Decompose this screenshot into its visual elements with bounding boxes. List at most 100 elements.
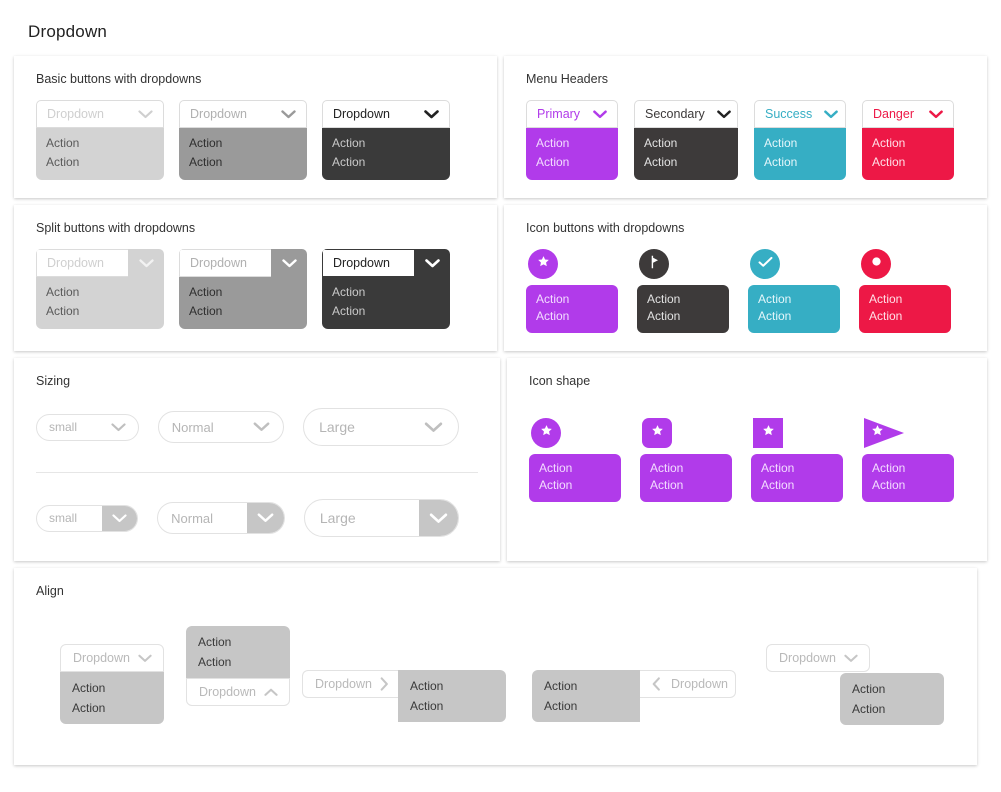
split-dropdown-light[interactable]: Dropdown Action Action	[36, 249, 164, 329]
icon-toggle-button[interactable]	[750, 249, 780, 279]
dropdown-toggle[interactable]: Dropdown	[36, 100, 164, 128]
dropdown-menu[interactable]: Action Action	[862, 128, 954, 180]
dropdown-menu[interactable]: Action Action	[637, 285, 729, 333]
icon-toggle-button[interactable]	[642, 418, 672, 448]
dropdown-toggle[interactable]: Success	[754, 100, 846, 128]
menu-item[interactable]: Action	[764, 155, 798, 169]
dropdown-menu[interactable]: Action Action	[36, 128, 164, 180]
icon-shape-circle[interactable]: Action Action	[529, 418, 621, 502]
dropdown-basic-medium[interactable]: Dropdown Action Action	[179, 100, 307, 180]
split-dropdown-medium[interactable]: Dropdown Action Action	[179, 249, 307, 329]
dropdown-primary[interactable]: Primary Action Action	[526, 100, 618, 180]
menu-item[interactable]: Action	[852, 682, 886, 696]
dropdown-size-normal[interactable]: Normal	[157, 411, 285, 443]
dropdown-menu[interactable]: Action Action	[179, 128, 307, 180]
dropdown-toggle[interactable]: Dropdown	[60, 644, 164, 672]
icon-toggle-button[interactable]	[861, 249, 891, 279]
dropdown-basic-dark[interactable]: Dropdown Action Action	[322, 100, 450, 180]
menu-item[interactable]: Action	[332, 304, 366, 318]
dropdown-danger[interactable]: Danger Action Action	[862, 100, 954, 180]
split-toggle-button[interactable]	[271, 249, 307, 277]
dropdown-toggle[interactable]: Secondary	[634, 100, 738, 128]
dropdown-menu[interactable]: Action Action	[529, 454, 621, 502]
dropdown-toggle[interactable]: Dropdown	[640, 670, 736, 698]
dropdown-menu[interactable]: Action Action	[526, 285, 618, 333]
dropdown-toggle[interactable]: Danger	[862, 100, 954, 128]
dropdown-menu[interactable]: Action Action	[186, 626, 290, 678]
menu-item[interactable]: Action	[758, 309, 792, 323]
split-main-button[interactable]: small	[49, 511, 78, 525]
dropdown-success[interactable]: Success Action Action	[754, 100, 846, 180]
align-dropdown-down-right[interactable]: Dropdown Action Action	[766, 644, 944, 725]
dropdown-size-small[interactable]: small	[36, 413, 139, 441]
icon-shape-flag[interactable]: Action Action	[862, 418, 954, 502]
icon-dropdown-success[interactable]: Action Action	[748, 249, 840, 333]
icon-dropdown-danger[interactable]: Action Action	[859, 249, 951, 333]
split-toggle-button[interactable]	[246, 503, 284, 533]
split-button[interactable]: Dropdown	[36, 249, 164, 277]
dropdown-menu[interactable]: Action Action	[859, 285, 951, 333]
split-toggle-button[interactable]	[101, 505, 138, 531]
align-dropdown-up[interactable]: Action Action Dropdown	[186, 626, 290, 706]
split-main-button[interactable]: Dropdown	[322, 249, 414, 277]
menu-item[interactable]: Action	[410, 679, 444, 693]
icon-toggle-button[interactable]	[753, 418, 783, 448]
menu-item[interactable]: Action	[410, 699, 444, 713]
split-toggle-button[interactable]	[418, 500, 458, 536]
menu-item[interactable]: Action	[647, 309, 681, 323]
menu-item[interactable]: Action	[46, 136, 80, 150]
menu-item[interactable]: Action	[332, 136, 366, 150]
icon-shape-rounded-square[interactable]: Action Action	[640, 418, 732, 502]
menu-item[interactable]: Action	[644, 136, 678, 150]
dropdown-menu[interactable]: Action Action	[748, 285, 840, 333]
icon-dropdown-primary[interactable]: Action Action	[526, 249, 618, 333]
menu-item[interactable]: Action	[72, 681, 106, 695]
menu-item[interactable]: Action	[189, 285, 223, 299]
dropdown-toggle[interactable]: Dropdown	[322, 100, 450, 128]
dropdown-menu[interactable]: Action Action	[634, 128, 738, 180]
menu-item[interactable]: Action	[46, 285, 80, 299]
dropdown-menu[interactable]: Action Action	[526, 128, 618, 180]
menu-item[interactable]: Action	[761, 478, 795, 492]
split-button[interactable]: Dropdown	[322, 249, 450, 277]
menu-item[interactable]: Action	[46, 304, 80, 318]
dropdown-menu[interactable]: Action Action	[754, 128, 846, 180]
menu-item[interactable]: Action	[647, 292, 681, 306]
dropdown-toggle[interactable]: Dropdown	[179, 100, 307, 128]
icon-toggle-button[interactable]	[639, 249, 669, 279]
split-main-button[interactable]: Dropdown	[36, 249, 128, 277]
split-main-button[interactable]: Dropdown	[179, 249, 271, 277]
menu-item[interactable]: Action	[539, 461, 573, 475]
menu-item[interactable]: Action	[872, 478, 906, 492]
menu-item[interactable]: Action	[536, 292, 570, 306]
dropdown-menu[interactable]: Action Action	[532, 670, 640, 722]
icon-dropdown-secondary[interactable]: Action Action	[637, 249, 729, 333]
icon-toggle-button[interactable]	[531, 418, 561, 448]
dropdown-menu[interactable]: Action Action	[179, 277, 307, 329]
menu-item[interactable]: Action	[536, 155, 570, 169]
icon-toggle-button[interactable]	[528, 249, 558, 279]
split-button[interactable]: Dropdown	[179, 249, 307, 277]
icon-toggle-button[interactable]	[864, 418, 904, 448]
align-dropdown-left[interactable]: Action Action Dropdown	[532, 670, 736, 722]
menu-item[interactable]: Action	[644, 155, 678, 169]
dropdown-menu[interactable]: Action Action	[862, 454, 954, 502]
menu-item[interactable]: Action	[189, 136, 223, 150]
split-main-button[interactable]: Large	[319, 510, 356, 526]
dropdown-menu[interactable]: Action Action	[322, 128, 450, 180]
split-main-button[interactable]: Normal	[171, 510, 214, 526]
menu-item[interactable]: Action	[189, 304, 223, 318]
align-dropdown-right[interactable]: Dropdown Action Action	[302, 670, 506, 722]
dropdown-menu[interactable]: Action Action	[322, 277, 450, 329]
dropdown-menu[interactable]: Action Action	[751, 454, 843, 502]
icon-shape-square[interactable]: Action Action	[751, 418, 843, 502]
align-dropdown-down[interactable]: Dropdown Action Action	[60, 644, 164, 724]
menu-item[interactable]: Action	[852, 702, 886, 716]
dropdown-menu[interactable]: Action Action	[398, 670, 506, 722]
menu-item[interactable]: Action	[46, 155, 80, 169]
menu-item[interactable]: Action	[761, 461, 795, 475]
dropdown-menu[interactable]: Action Action	[60, 672, 164, 724]
dropdown-toggle[interactable]: Dropdown	[766, 644, 870, 672]
menu-item[interactable]: Action	[332, 155, 366, 169]
menu-item[interactable]: Action	[869, 309, 903, 323]
